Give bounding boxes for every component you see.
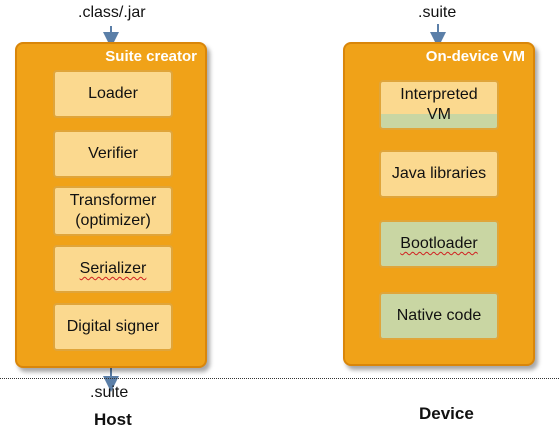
suite-creator-panel: Suite creator Loader Verifier Transforme… bbox=[15, 42, 207, 368]
on-device-vm-panel: On-device VM Interpreted VM Java librari… bbox=[343, 42, 535, 366]
native-code-label: Native code bbox=[396, 307, 482, 324]
digital-signer-box: Digital signer bbox=[53, 303, 173, 351]
digital-signer-label: Digital signer bbox=[66, 318, 160, 335]
host-output-label: .suite bbox=[90, 384, 129, 401]
device-input-label: .suite bbox=[418, 4, 457, 21]
verifier-box: Verifier bbox=[53, 130, 173, 178]
transformer-label: Transformer (optimizer) bbox=[69, 192, 157, 229]
serializer-box: Serializer bbox=[53, 245, 173, 293]
host-input-label: .class/.jar bbox=[78, 4, 146, 21]
native-code-box: Native code bbox=[379, 292, 499, 340]
device-section-label: Device bbox=[419, 404, 474, 423]
verifier-label: Verifier bbox=[88, 145, 138, 162]
bootloader-box: Bootloader bbox=[379, 220, 499, 268]
interpreted-vm-box: Interpreted VM bbox=[379, 80, 499, 130]
bootloader-label: Bootloader bbox=[400, 235, 478, 252]
host-device-divider bbox=[0, 378, 559, 379]
transformer-box: Transformer (optimizer) bbox=[53, 186, 173, 236]
loader-box: Loader bbox=[53, 70, 173, 118]
loader-label: Loader bbox=[88, 85, 138, 102]
java-libraries-box: Java libraries bbox=[379, 150, 499, 198]
host-section-label: Host bbox=[94, 410, 132, 429]
interpreted-vm-label: Interpreted VM bbox=[400, 86, 478, 123]
java-libraries-label: Java libraries bbox=[391, 165, 487, 182]
serializer-label: Serializer bbox=[79, 260, 147, 277]
suite-creator-title: Suite creator bbox=[105, 48, 197, 65]
on-device-vm-title: On-device VM bbox=[425, 48, 525, 65]
